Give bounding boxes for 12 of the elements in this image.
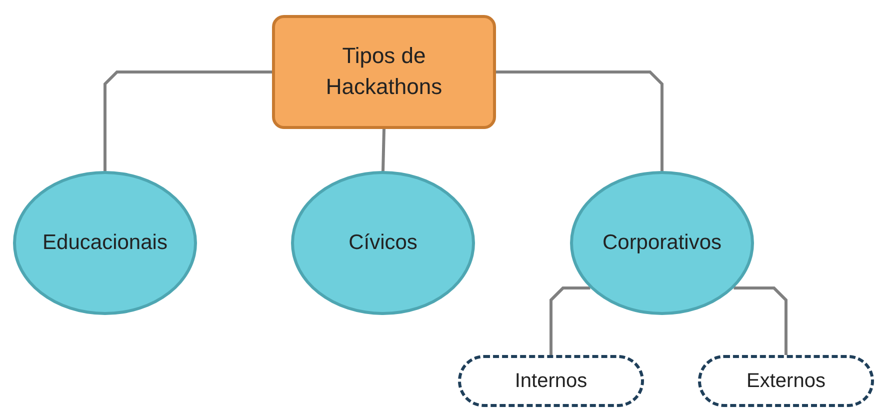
connector-line xyxy=(550,286,590,355)
connector-line xyxy=(734,286,788,355)
connector-line xyxy=(382,128,386,172)
node-label: Tipos de Hackathons xyxy=(324,42,444,101)
node-label: Corporativos xyxy=(602,231,722,255)
connector-line xyxy=(104,70,272,171)
connector-line xyxy=(496,70,664,171)
root-box xyxy=(272,15,496,129)
node-label: Educacionais xyxy=(42,231,168,255)
node-label: Externos xyxy=(746,370,826,392)
node-label: Cívicos xyxy=(348,231,418,255)
node-label: Internos xyxy=(514,370,588,392)
